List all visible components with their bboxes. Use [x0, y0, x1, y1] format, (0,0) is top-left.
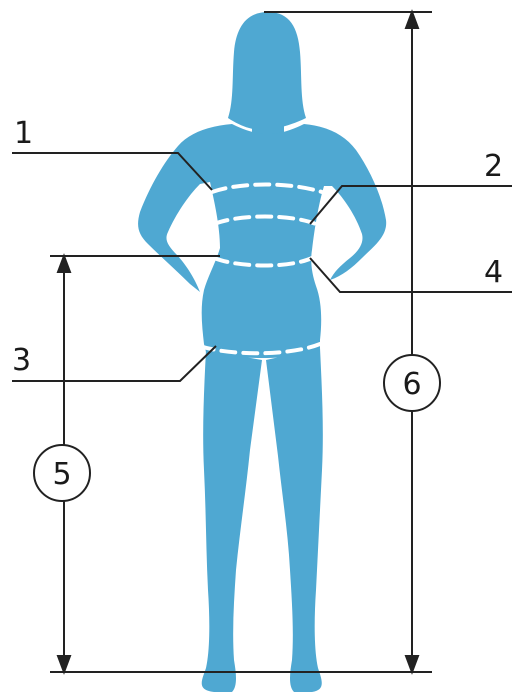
inseam-arrow-bottom — [58, 656, 70, 672]
height-arrow-bottom — [406, 656, 418, 672]
leader-line-3 — [12, 346, 216, 381]
height-arrow-top — [406, 12, 418, 28]
neck — [252, 110, 284, 136]
label-inseam: 5 — [52, 457, 71, 492]
label-underbust: 2 — [484, 149, 503, 184]
body-silhouette — [138, 12, 386, 692]
left-leg — [202, 350, 262, 692]
right-leg — [266, 348, 323, 692]
label-hips: 3 — [12, 343, 31, 378]
label-bust: 1 — [14, 116, 33, 151]
label-height: 6 — [402, 367, 421, 402]
torso-and-arms — [138, 124, 386, 358]
inseam-arrow-top — [58, 256, 70, 272]
label-waist: 4 — [484, 255, 503, 290]
